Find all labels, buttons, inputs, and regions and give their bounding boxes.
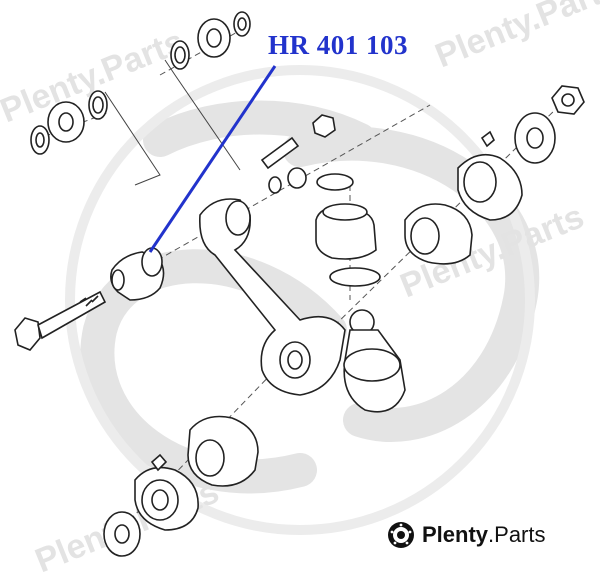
upper-washer-stack: [30, 11, 251, 155]
center-parts-stack: [312, 114, 381, 287]
bolt: [14, 290, 107, 351]
brand-name: Plenty: [422, 522, 489, 547]
brake-disc-icon: [388, 522, 414, 548]
bracket-lines: [104, 59, 241, 186]
lower-parts-stack: [103, 415, 259, 557]
bushing-hr401103: [110, 247, 165, 301]
control-arm: [198, 136, 346, 396]
right-parts-stack: [404, 85, 585, 265]
brand-logo: Plenty.Parts: [386, 520, 546, 550]
brand-suffix: .Parts: [488, 522, 546, 547]
callout-leader-line: [148, 65, 277, 253]
part-number-label: HR 401 103: [268, 30, 408, 60]
ball-joint: [343, 309, 406, 413]
